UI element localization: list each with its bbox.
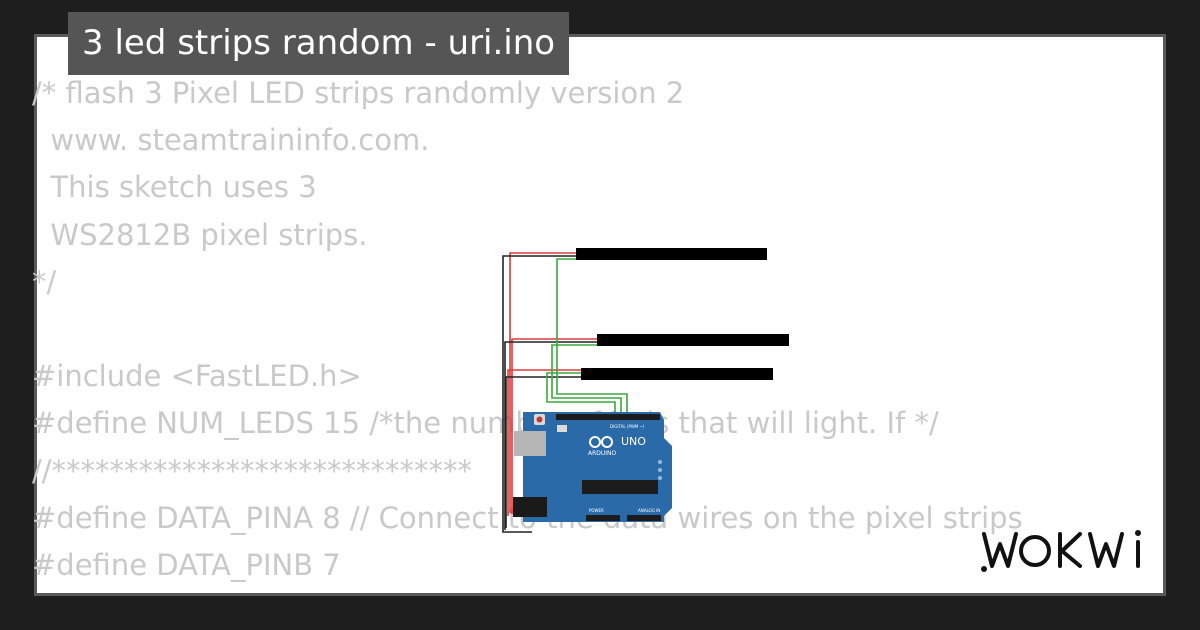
data-wire-a	[556, 258, 628, 414]
code-line: This sketch uses 3	[32, 170, 317, 205]
code-line: WS2812B pixel strips.	[32, 217, 368, 252]
digital-header	[556, 414, 660, 420]
ground-wire-1	[502, 255, 577, 533]
code-line: /* flash 3 Pixel LED strips randomly ver…	[32, 76, 685, 110]
ground-wire-2	[504, 341, 598, 530]
power-header	[586, 515, 620, 521]
code-line: //*****************************	[32, 453, 473, 488]
arduino-logo-icon	[589, 436, 613, 448]
usb-port	[514, 431, 546, 456]
data-wire-b	[551, 344, 622, 414]
board-brand: ARDUINO	[588, 450, 617, 457]
code-line: #include <FastLED.h>	[32, 359, 362, 394]
code-line: www. steamtraininfo.com.	[32, 123, 430, 158]
power-header-label: POWER	[589, 508, 604, 513]
status-led	[557, 425, 567, 432]
led-strip-2[interactable]	[597, 334, 789, 346]
data-wire-c	[546, 372, 616, 414]
project-title: 3 led strips random - uri.ino	[68, 12, 570, 75]
arduino-uno-board[interactable]: UNO ARDUINO DIGITAL (PWM ~) POWER ANALOG…	[513, 412, 672, 522]
code-line: #define DATA_PINB 7	[32, 547, 341, 582]
wokwi-logo	[981, 530, 1141, 572]
power-jack	[513, 497, 547, 517]
board-model: UNO	[621, 435, 646, 448]
reset-button-cap	[536, 416, 543, 423]
led-strip-3[interactable]	[581, 368, 773, 380]
power-wire-2	[511, 338, 598, 514]
led-strip-1[interactable]	[576, 248, 767, 260]
analog-header-label: ANALOG IN	[638, 508, 660, 513]
digital-header-label: DIGITAL (PWM ~)	[610, 424, 645, 429]
microcontroller-chip	[582, 480, 658, 494]
analog-header	[627, 515, 661, 521]
code-line: */	[32, 264, 57, 299]
